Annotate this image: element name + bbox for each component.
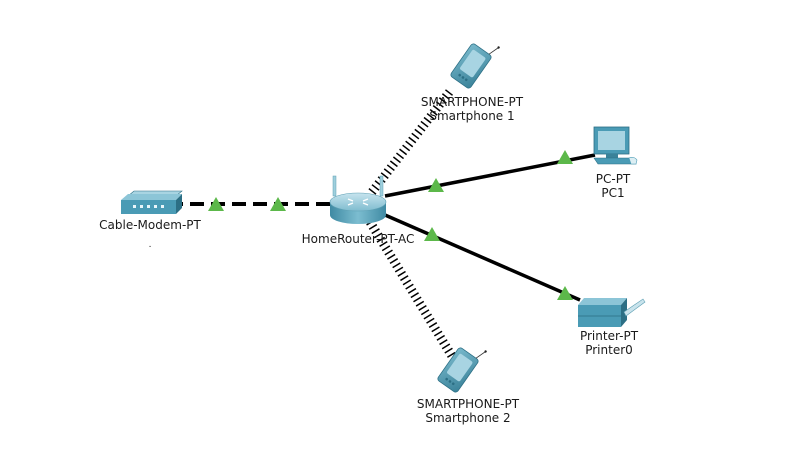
pc1-device[interactable]: [593, 126, 638, 165]
link-status-up-icon: [208, 197, 224, 211]
modem-name-label: .: [148, 240, 152, 250]
printer0-name-label: Printer0: [585, 343, 633, 357]
smartphone-1-model-label: SMARTPHONE-PT: [420, 95, 524, 109]
pc1-label: PC-PT PC1: [596, 172, 631, 200]
link-router-printer0[interactable]: [384, 213, 581, 302]
link-status-up-icon: [428, 178, 444, 192]
cable-modem-device[interactable]: [121, 190, 183, 214]
printer0-model-label: Printer-PT: [579, 329, 639, 343]
router-model-label: HomeRouter-PT-AC: [301, 232, 415, 246]
smartphone-2-device[interactable]: [437, 337, 488, 394]
smartphone-2-name-label: Smartphone 2: [425, 411, 511, 425]
smartphone-1-device[interactable]: [450, 33, 501, 90]
modem-label: Cable-Modem-PT .: [99, 218, 201, 252]
pc1-model-label: PC-PT: [595, 172, 631, 186]
smartphone-2-model-label: SMARTPHONE-PT: [416, 397, 520, 411]
smartphone-1-name-label: Smartphone 1: [429, 109, 515, 123]
modem-model-label: Cable-Modem-PT: [99, 218, 201, 232]
printer0-device[interactable]: [578, 298, 646, 327]
link-status-up-icon: [424, 227, 440, 241]
wireless-link-phone2[interactable]: [366, 219, 462, 369]
link-status-up-icon: [557, 150, 573, 164]
printer0-label: Printer-PT Printer0: [580, 329, 638, 357]
link-status-up-icon: [270, 197, 286, 211]
link-status-up-icon: [557, 286, 573, 300]
router-label: HomeRouter-PT-AC: [302, 232, 415, 246]
pc1-name-label: PC1: [601, 186, 625, 200]
smartphone-1-label: SMARTPHONE-PT Smartphone 1: [421, 95, 523, 123]
smartphone-2-label: SMARTPHONE-PT Smartphone 2: [417, 397, 519, 425]
home-router-device[interactable]: [329, 175, 387, 224]
